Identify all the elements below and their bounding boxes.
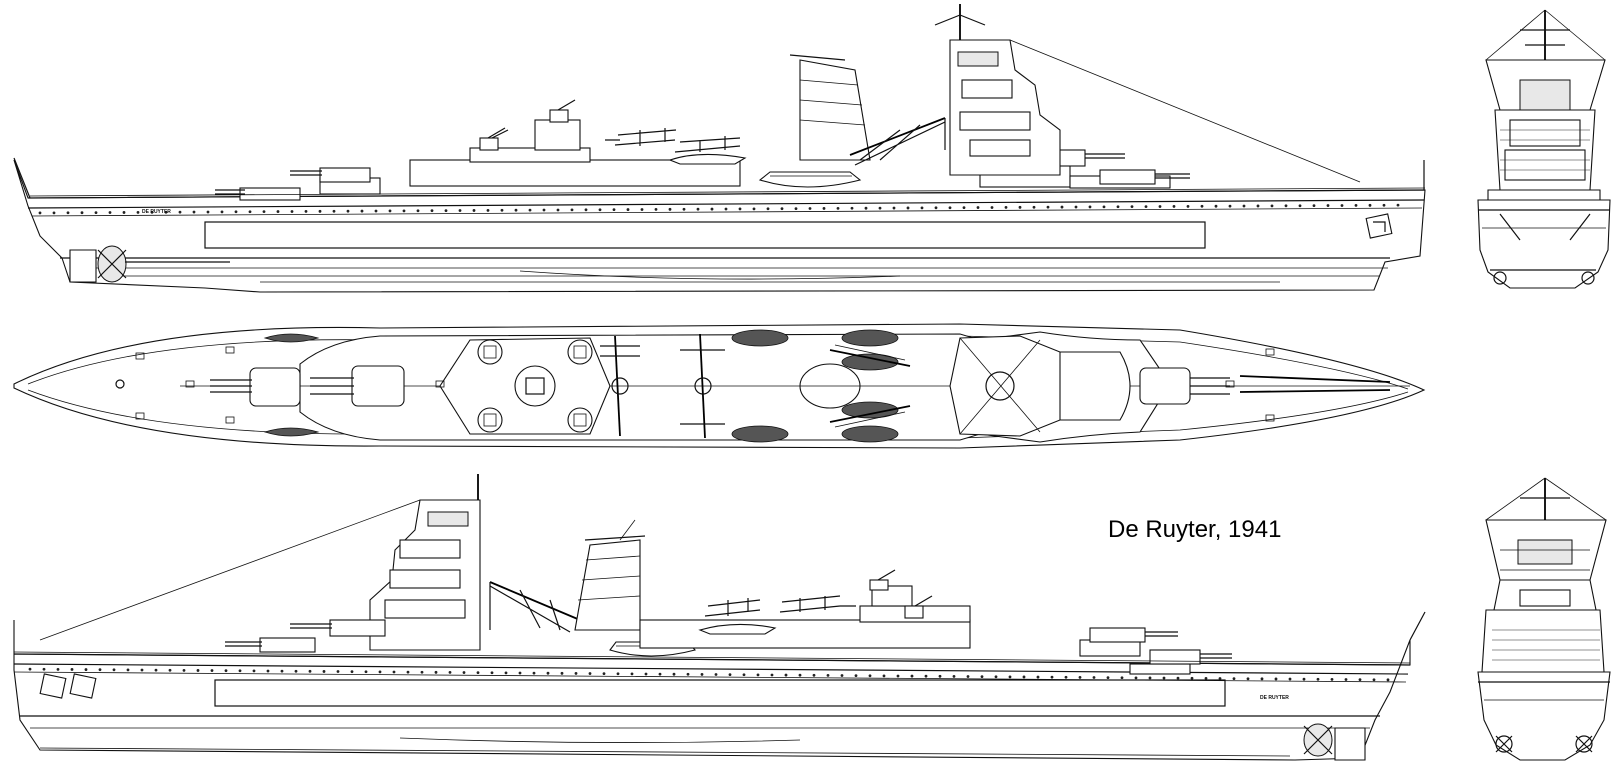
plan-catapults: [600, 333, 725, 439]
upper-hull-name: DE RUYTER: [142, 209, 171, 215]
lower-fwd-turrets: [225, 619, 386, 653]
drawing-caption: De Ruyter, 1941: [1108, 516, 1282, 543]
plan-funnel: [799, 363, 861, 409]
plan-view: [13, 323, 1426, 449]
lower-profile-view: DE RUYTER: [13, 474, 1426, 761]
lower-aa-guns: [869, 569, 933, 619]
plan-fwd-turrets: [1139, 367, 1230, 405]
stern-view: [1477, 9, 1611, 289]
upper-propeller: [69, 245, 230, 283]
lower-bridge-tower: [39, 474, 481, 651]
lower-funnel: [574, 519, 646, 631]
upper-profile-view: DE RUYTER: [13, 4, 1426, 293]
plan-aft-boats: [263, 333, 320, 437]
upper-aft-turret: [215, 167, 371, 201]
upper-bridge-tower: [934, 4, 1361, 183]
plan-bridge: [949, 335, 1131, 437]
upper-funnel: [789, 54, 871, 161]
lower-aircraft: [698, 595, 856, 635]
upper-aircraft: [605, 128, 747, 165]
upper-crane: [849, 117, 946, 166]
lower-portholes: [28, 667, 1390, 682]
plan-cranes: [829, 344, 911, 428]
bow-view: [1477, 477, 1611, 761]
plan-anchor-chains: [1239, 375, 1391, 393]
upper-portholes: [38, 203, 1400, 215]
lower-aft-turrets: [1089, 627, 1232, 665]
plan-aft-turrets: [210, 365, 405, 407]
plan-aa-platform: [439, 337, 611, 435]
lower-hull-name: DE RUYTER: [1260, 695, 1289, 701]
lower-crane: [489, 581, 581, 633]
upper-aa-guns: [479, 99, 576, 151]
upper-boat: [758, 171, 862, 188]
lower-propeller: [1303, 723, 1366, 761]
plan-mid-boats: [731, 329, 899, 443]
